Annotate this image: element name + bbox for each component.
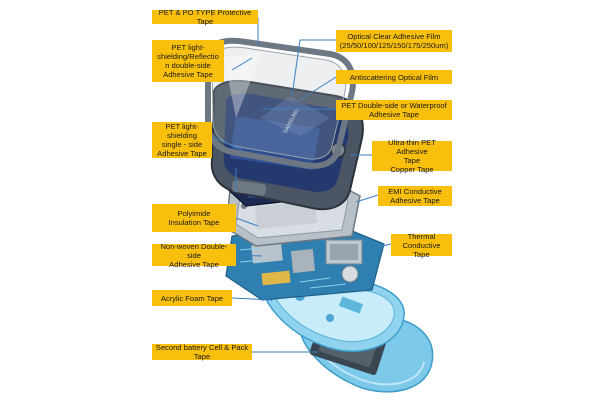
label-emi-conductive: EMI Conductive Adhesive Tape xyxy=(378,186,452,206)
leader-lines xyxy=(211,17,392,353)
label-pet-light-shielding-single: PET light-shielding single - side Adhesi… xyxy=(152,122,212,158)
label-pet-po-protective-tape: PET & PO TYPE Protective Tape xyxy=(152,8,258,26)
leader-polyimide xyxy=(235,217,259,227)
front-window-frame xyxy=(204,37,356,169)
label-pet-light-shielding-reflection: PET light- shielding/Reflectio n double-… xyxy=(152,40,224,82)
leader-acrylic xyxy=(231,297,273,301)
leader-antiscatter xyxy=(299,76,337,101)
leader-emi xyxy=(355,194,379,203)
leader-pet-reflect xyxy=(231,57,253,71)
leader-optical-clear xyxy=(291,39,336,97)
label-pet-double-waterproof: PET Double-side or Waterproof Adhesive T… xyxy=(336,100,452,120)
label-thermal-conductive: Thermal Conductive Tape xyxy=(391,232,452,259)
label-antiscattering-optical-film: Antiscattering Optical Film xyxy=(336,70,452,84)
label-polyimide-insulation: Polyimide Insulation Tape xyxy=(152,204,236,232)
label-optical-clear-adhesive: Optical Clear Adhesive Film (25/50/100/1… xyxy=(336,30,452,52)
leader-thermal xyxy=(365,243,392,251)
leader-pet-single xyxy=(211,136,243,151)
label-acrylic-foam: Acrylic Foam Tape xyxy=(152,290,232,306)
label-ultra-thin-pet-copper: Ultra-thin PET Adhesive Tape Copper Tape xyxy=(372,138,452,174)
leader-non-woven xyxy=(235,254,263,257)
label-non-woven-double-side: Non-woven Double-side Adhesive Tape xyxy=(152,242,236,269)
label-battery-cell-pack: Second battery Cell & Pack Tape xyxy=(152,343,252,361)
